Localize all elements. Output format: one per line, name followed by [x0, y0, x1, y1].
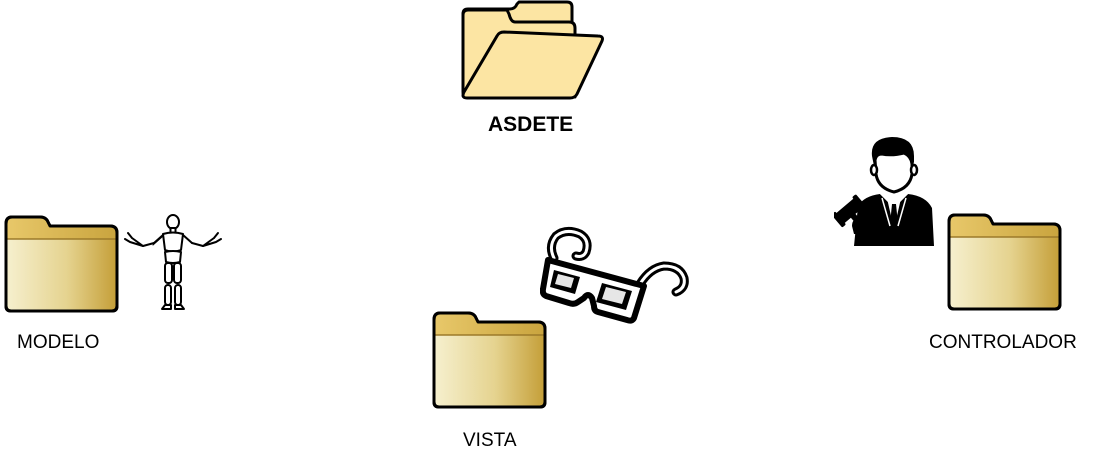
folder-icon: [432, 311, 547, 409]
3d-glasses-icon: [540, 226, 689, 324]
folder-node-modelo: [2, 214, 120, 314]
folder-node-controlador: [945, 212, 1063, 312]
folder-icon: [947, 213, 1062, 311]
wooden-mannequin-icon: [124, 214, 222, 310]
judge-with-gavel-icon: [834, 137, 934, 246]
node-badge-vista: [540, 226, 690, 326]
root-node: [455, 0, 615, 110]
folder-icon: [4, 215, 119, 313]
folder-label-modelo: MODELO: [17, 332, 100, 353]
folder-node-vista: [430, 310, 548, 410]
open-folder-icon: [461, 0, 604, 100]
node-badge-modelo: [122, 212, 224, 314]
node-badge-controlador: [834, 134, 938, 250]
folder-label-controlador: CONTROLADOR: [929, 332, 1077, 353]
folder-label-vista: VISTA: [463, 430, 517, 451]
root-label: ASDETE: [488, 113, 574, 136]
